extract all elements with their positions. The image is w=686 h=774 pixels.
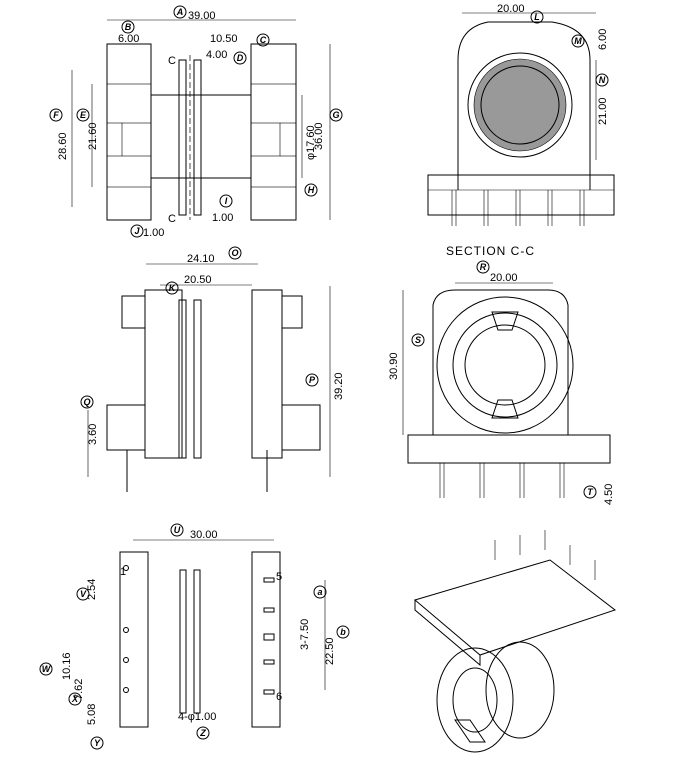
label-circle-H xyxy=(304,183,318,197)
pin-number-6: 6 xyxy=(276,691,282,703)
label-circle-K xyxy=(165,281,179,295)
label-letter-J: J xyxy=(134,226,140,236)
dim-M: 6.00 xyxy=(597,29,609,50)
dim-D: 4.00 xyxy=(206,49,227,61)
end-view: 20.00 30.90 4.50 xyxy=(388,272,615,505)
label-circle-a xyxy=(313,585,327,599)
dim-H: φ17.60 xyxy=(305,125,317,160)
label-circle-B xyxy=(121,20,135,34)
label-letter-Z: Z xyxy=(199,728,206,738)
label-letter-T: T xyxy=(587,487,594,497)
label-letter-P: P xyxy=(309,375,316,385)
label-letter-M: M xyxy=(574,36,582,46)
dim-N: 21.00 xyxy=(597,97,609,125)
dim-X: 7.62 xyxy=(73,679,85,700)
label-letter-G: G xyxy=(332,110,339,120)
dim-G: 36.00 xyxy=(313,122,325,150)
dim-P: 39.20 xyxy=(333,372,345,400)
label-circle-I xyxy=(219,194,233,208)
label-circle-N xyxy=(595,73,609,87)
front-view: 39.00 6.00 10.50 4.00 28.60 21.60 36.00 … xyxy=(57,10,331,239)
label-circle-T xyxy=(583,485,597,499)
label-circle-W xyxy=(39,662,53,676)
label-circle-L xyxy=(530,10,544,24)
dim-a: 3-7.50 xyxy=(299,619,311,650)
label-letter-L: L xyxy=(534,12,540,22)
label-letter-R: R xyxy=(480,262,487,272)
section-view: 20.00 6.00 21.00 SECTION C-C xyxy=(427,3,615,258)
dim-A: 39.00 xyxy=(188,10,216,22)
label-circle-C xyxy=(256,33,270,47)
dim-R: 20.00 xyxy=(490,272,518,284)
dim-B: 6.00 xyxy=(118,33,139,45)
label-circle-P xyxy=(305,373,319,387)
dim-L: 20.00 xyxy=(497,3,525,15)
label-letter-Q: Q xyxy=(83,397,90,407)
label-circle-E xyxy=(76,108,90,122)
label-letter-I: I xyxy=(225,196,228,206)
label-circle-R xyxy=(476,260,490,274)
label-letter-X: X xyxy=(71,694,79,704)
label-circle-X xyxy=(68,692,82,706)
bottom-view: 30.00 2.54 10.16 7.62 5.08 3-7.50 22.50 … xyxy=(61,529,336,728)
label-circle-F xyxy=(49,108,63,122)
label-letter-V: V xyxy=(80,589,87,599)
label-circle-b xyxy=(336,625,350,639)
label-letter-C: C xyxy=(260,35,267,45)
dim-W: 10.16 xyxy=(61,652,73,680)
dim-K: 20.50 xyxy=(184,274,212,286)
dim-Y: 5.08 xyxy=(86,704,98,725)
label-circle-G xyxy=(329,108,343,122)
section-mark-c-bottom: C xyxy=(168,213,176,225)
dim-J: 1.00 xyxy=(143,227,164,239)
label-circle-V xyxy=(76,587,90,601)
dim-O: 24.10 xyxy=(187,253,215,265)
label-letter-D: D xyxy=(237,53,244,63)
label-circle-S xyxy=(411,333,425,347)
label-circle-O xyxy=(228,246,242,260)
label-letter-B: B xyxy=(125,22,132,32)
label-letter-Y: Y xyxy=(94,738,101,748)
label-letter-a: a xyxy=(317,587,322,597)
dim-Q: 3.60 xyxy=(87,424,99,445)
side-view: 24.10 20.50 39.20 3.60 xyxy=(87,253,345,492)
label-circle-J xyxy=(130,224,144,238)
label-letter-U: U xyxy=(174,525,181,535)
label-circle-U xyxy=(170,523,184,537)
label-letter-F: F xyxy=(53,110,59,120)
label-circle-Y xyxy=(90,736,104,750)
label-letter-E: E xyxy=(80,110,87,120)
pin-number-5: 5 xyxy=(276,571,282,583)
dim-b: 22.50 xyxy=(324,637,336,665)
dim-S: 30.90 xyxy=(388,352,400,380)
dim-Z: 4-φ1.00 xyxy=(178,711,216,723)
isometric-view xyxy=(413,530,617,753)
dim-C: 10.50 xyxy=(210,33,238,45)
label-letter-H: H xyxy=(308,185,315,195)
label-circle-Q xyxy=(80,395,94,409)
label-markers: A B C D E F G H I J K L M N O P Q R S T U V W X Y Za b xyxy=(39,5,609,750)
label-circle-M xyxy=(571,34,585,48)
label-letter-A: A xyxy=(176,7,184,17)
section-title: SECTION C-C xyxy=(446,244,535,258)
dim-F: 28.60 xyxy=(57,132,69,160)
pin-number-1: 1 xyxy=(120,566,126,578)
label-letter-N: N xyxy=(599,75,606,85)
dim-U: 30.00 xyxy=(190,529,218,541)
dim-I: 1.00 xyxy=(212,212,233,224)
dim-T: 4.50 xyxy=(603,484,615,505)
label-letter-W: W xyxy=(42,664,52,674)
label-circle-D xyxy=(233,51,247,65)
label-circle-Z xyxy=(196,726,210,740)
label-circle-A xyxy=(173,5,187,19)
dim-E: 21.60 xyxy=(87,122,99,150)
label-letter-O: O xyxy=(231,248,238,258)
section-mark-c-top: C xyxy=(168,55,176,67)
label-letter-b: b xyxy=(340,627,346,637)
label-letter-K: K xyxy=(169,283,177,293)
label-letter-S: S xyxy=(415,335,421,345)
